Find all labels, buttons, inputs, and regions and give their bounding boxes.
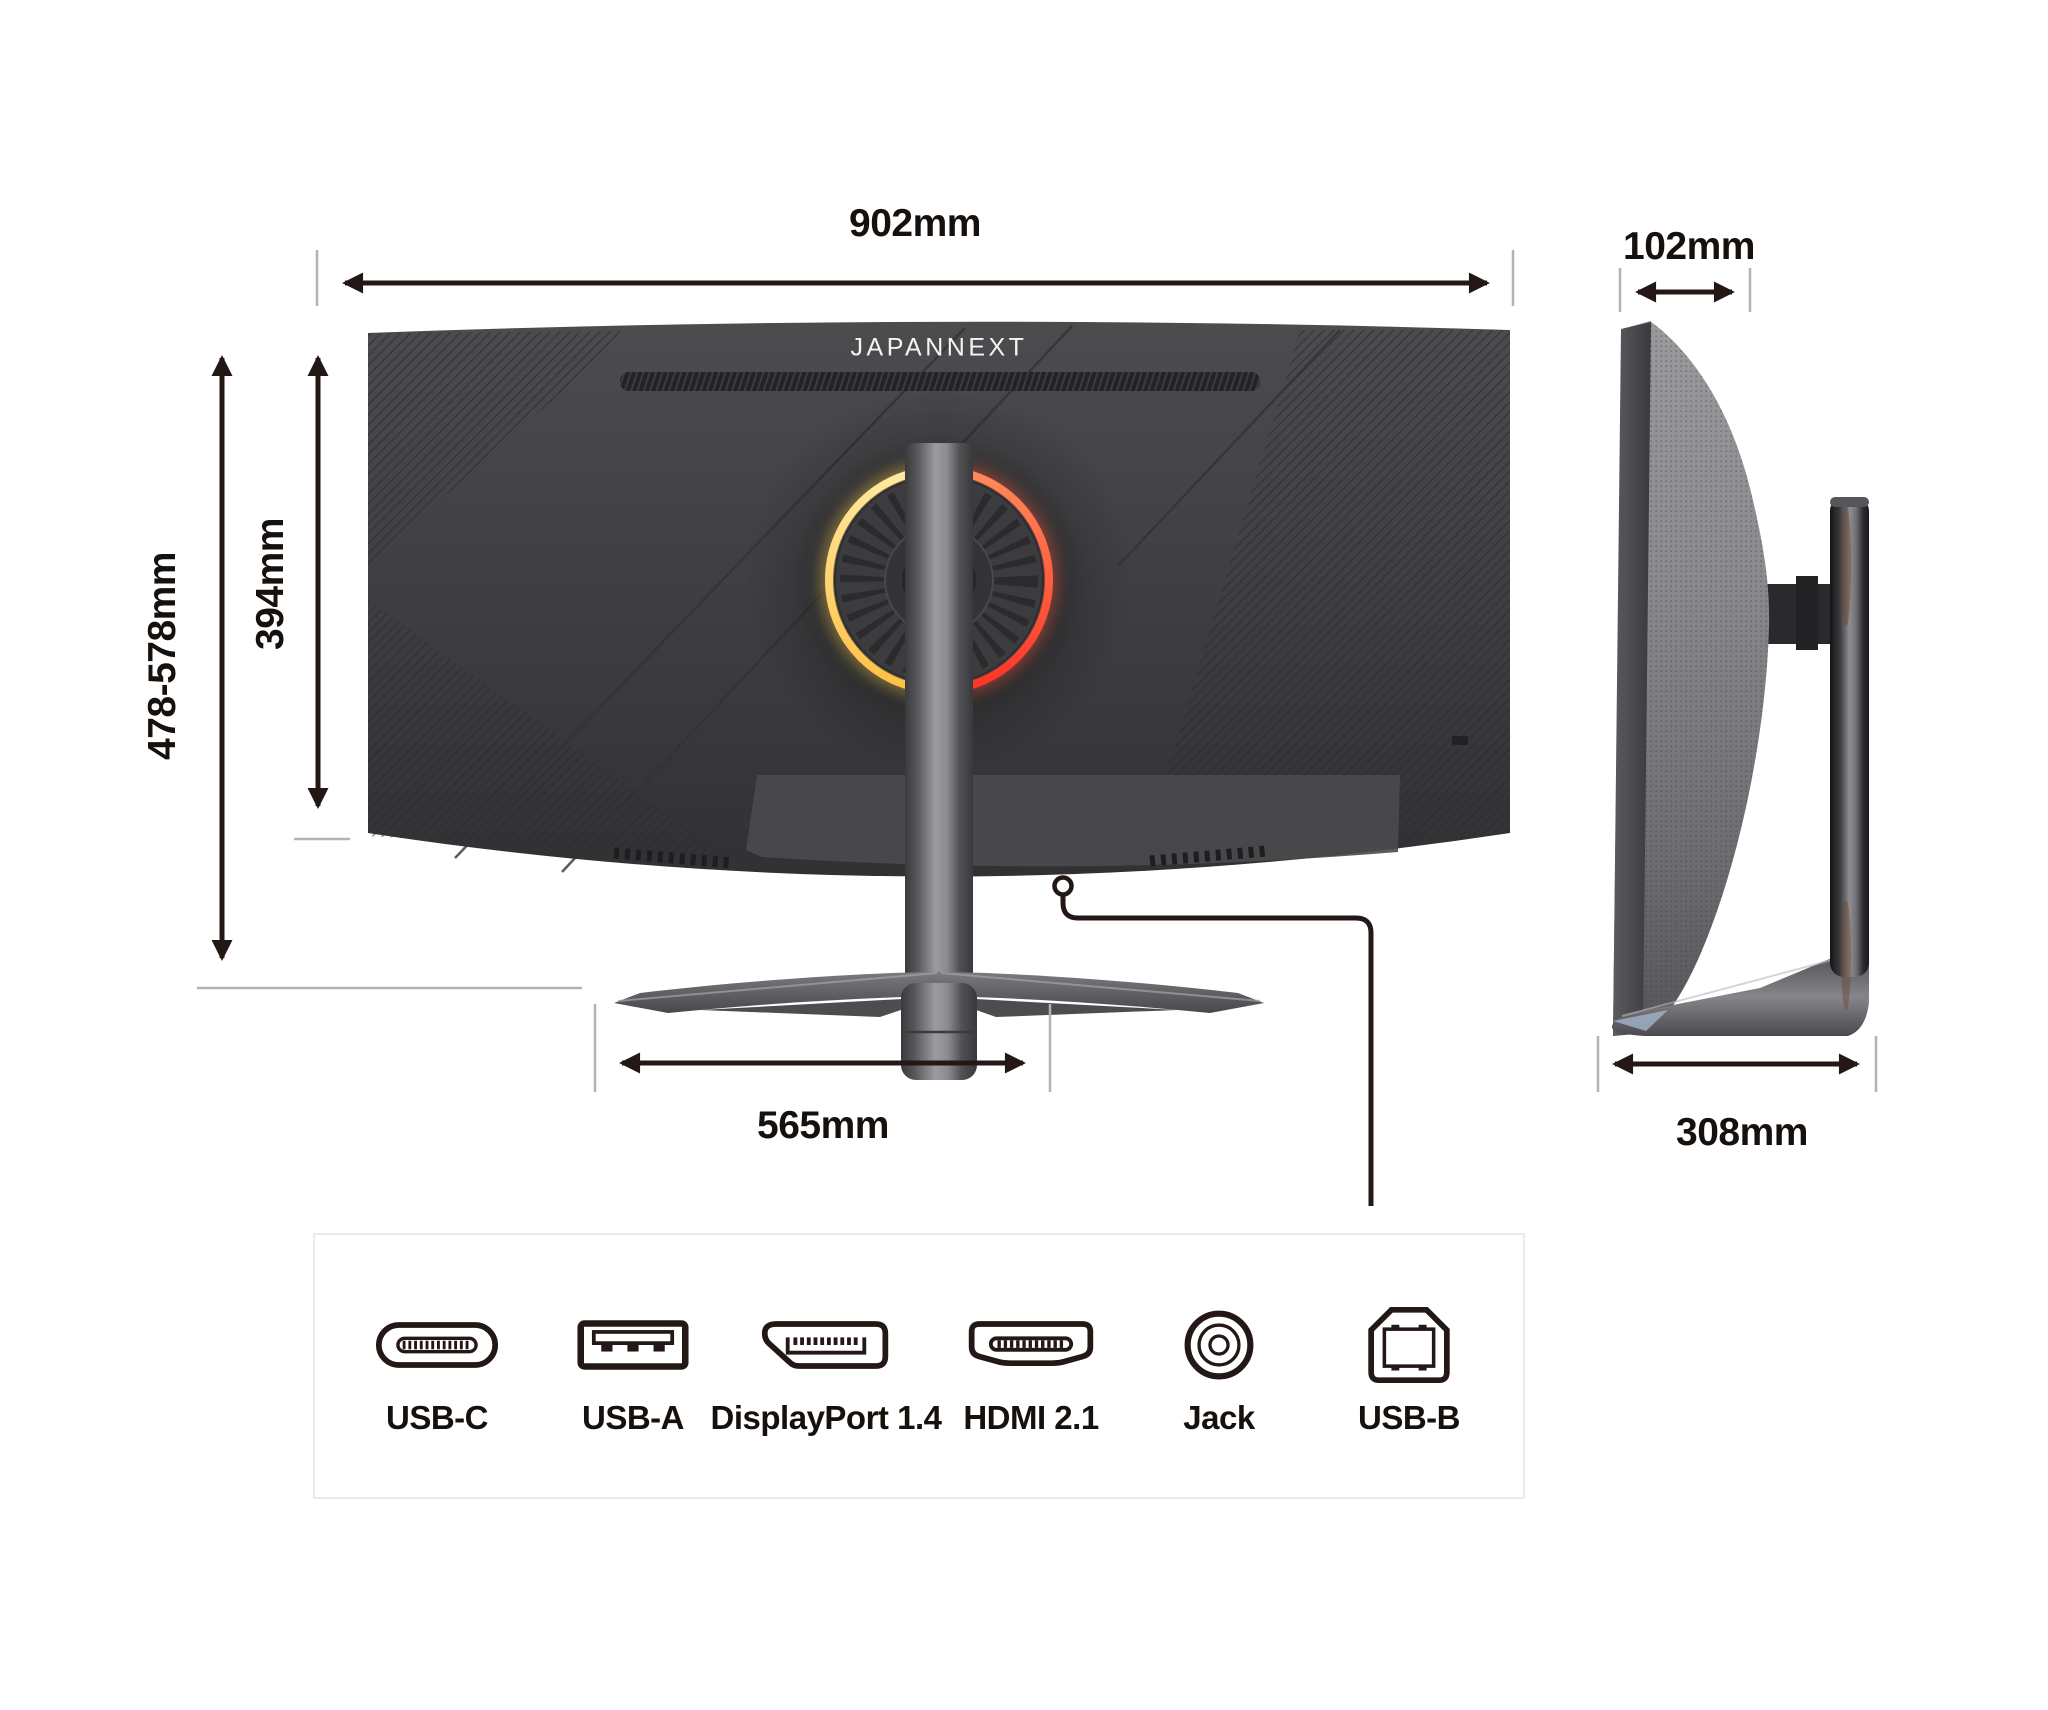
side-pole (1830, 497, 1869, 977)
rgb-ring-right (938, 466, 1053, 694)
ports-callout (1052, 875, 1374, 1206)
rgb-light-ring (820, 461, 1058, 699)
brand-logo: JAPANNEXT (850, 333, 1028, 362)
port-label: Jack (1183, 1399, 1255, 1436)
dimension-ticks (197, 250, 1878, 1092)
port-item-usb-a: USB-A (513, 1301, 753, 1437)
io-recess (746, 775, 1400, 867)
stand-width-dimension-label: 565mm (757, 1104, 889, 1147)
usb-c-icon (317, 1301, 557, 1389)
port-label: USB-B (1358, 1399, 1461, 1436)
displayport-icon (706, 1301, 946, 1389)
side-foot (1611, 958, 1869, 1036)
port-label: USB-C (386, 1399, 489, 1436)
panel-texture-top-left (368, 331, 630, 565)
stand-depth-dimension-label: 308mm (1676, 1111, 1808, 1154)
side-panel-bulge-texture (1613, 321, 1770, 1036)
port-label: USB-A (582, 1399, 685, 1436)
port-item-jack: Jack (1099, 1301, 1339, 1437)
port-item-displayport: DisplayPort 1.4 (706, 1301, 946, 1437)
side-mount-hinge (1796, 576, 1818, 650)
port-item-hdmi: HDMI 2.1 (911, 1301, 1151, 1437)
width-dimension-label: 902mm (849, 202, 981, 245)
depth-dimension-label: 102mm (1623, 225, 1755, 268)
rgb-ring-left (825, 466, 940, 694)
monitor-back-view (368, 321, 1510, 1080)
base-front-leg-left (700, 997, 939, 1017)
monitor-side-view (1611, 321, 1869, 1036)
side-panel-front-slab (1613, 322, 1651, 1036)
panel-texture-bottom-left (368, 600, 730, 858)
stand-column-back (905, 443, 973, 1003)
stand-base-back (614, 972, 1264, 1080)
base-wing-left (614, 972, 939, 1013)
hdmi-icon (911, 1301, 1151, 1389)
panel-height-dimension-label: 394mm (249, 518, 292, 650)
callout-line (1060, 895, 1374, 1206)
bottom-vents-left (613, 847, 733, 869)
base-front-leg-right (939, 997, 1178, 1017)
side-mount-arm (1758, 584, 1832, 644)
side-stand (1611, 497, 1869, 1036)
dimension-arrows (211, 272, 1860, 1075)
port-item-usb-b: USB-B (1289, 1301, 1529, 1437)
audio-jack-icon (1099, 1301, 1339, 1389)
side-foot-tip-highlight (1613, 1010, 1668, 1031)
port-item-usb-c: USB-C (317, 1301, 557, 1437)
usb-a-icon (513, 1301, 753, 1389)
bottom-vents-right (1149, 845, 1267, 867)
panel-texture-right (1140, 330, 1510, 862)
ports-panel: USB-C USB-A Di (313, 1233, 1525, 1499)
usb-b-icon (1289, 1301, 1529, 1389)
port-label: DisplayPort 1.4 (710, 1399, 942, 1436)
base-wing-right (939, 972, 1264, 1013)
height-range-dimension-label: 478-578mm (141, 552, 184, 760)
top-vent-grille-ribs (620, 372, 1260, 391)
port-label: HDMI 2.1 (963, 1399, 1099, 1436)
panel-detail-mark (1452, 736, 1468, 745)
callout-point (1052, 875, 1074, 897)
